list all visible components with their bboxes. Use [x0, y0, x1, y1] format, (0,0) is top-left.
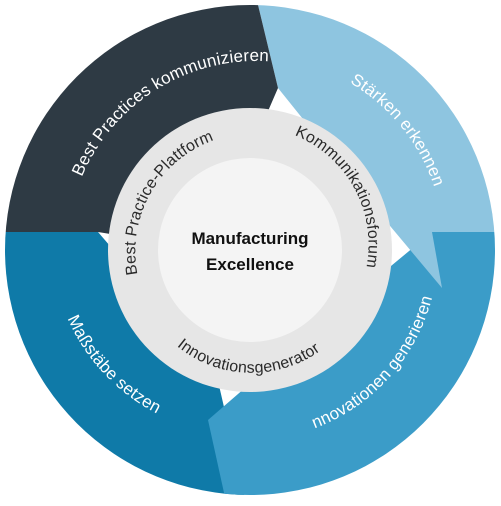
center-title-line1: Manufacturing: [191, 229, 308, 248]
inner-core: [158, 158, 342, 342]
center-title-line2: Excellence: [206, 255, 294, 274]
